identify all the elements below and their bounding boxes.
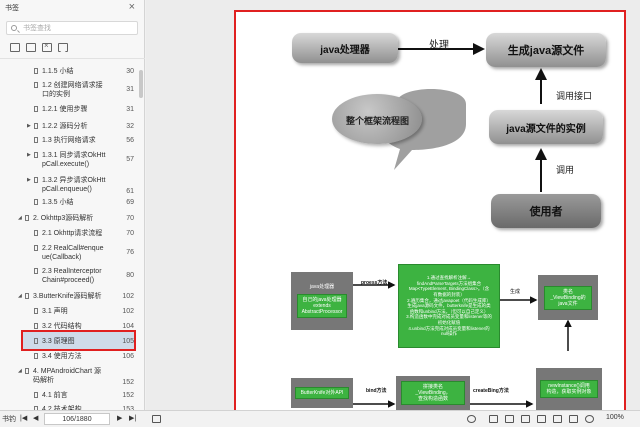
page-icon (34, 152, 38, 158)
status-bar: 书钓 |◀ ◀ 106/1880 ▶ ▶| 100% (0, 410, 640, 427)
framework-speech-bubble (332, 94, 422, 144)
bookmark-search-field[interactable] (6, 21, 138, 35)
fit-page-icon[interactable] (569, 415, 578, 423)
custom-processor-box: 自己的java处理器 extends AbstractProcessor (297, 294, 347, 318)
java-processor-box: java处理器 (292, 33, 398, 63)
zoom-level[interactable]: 100% (606, 414, 624, 421)
page-icon (34, 230, 38, 236)
bookmark-search-input[interactable] (23, 23, 133, 34)
page-icon (34, 308, 38, 314)
eye-icon[interactable] (467, 415, 476, 423)
selected-bookmark-highlight (21, 330, 136, 351)
delete-bookmark-icon[interactable] (42, 41, 52, 52)
document-page: java处理器 生成java源文件 处理 整个框架流程图 调用接口 java源文… (234, 10, 626, 413)
page-icon (25, 215, 29, 221)
scrollbar-thumb[interactable] (139, 70, 143, 98)
page-icon (34, 323, 38, 329)
collapse-arrow-icon[interactable]: ◢ (18, 368, 22, 374)
continuous-page-icon[interactable] (505, 415, 514, 423)
page-icon (25, 293, 29, 299)
single-page-icon[interactable] (489, 415, 498, 423)
collapse-arrow-icon[interactable]: ◢ (18, 215, 22, 221)
expand-arrow-icon[interactable]: ▶ (27, 123, 31, 129)
sidebar-divider (0, 58, 145, 59)
page-icon (34, 199, 38, 205)
first-page-button[interactable]: |◀ (20, 415, 28, 422)
page-icon (34, 106, 38, 112)
page-icon (34, 68, 38, 74)
sidebar-scrollbar[interactable] (139, 60, 144, 410)
expand-arrow-icon[interactable]: ▶ (27, 177, 31, 183)
status-left-label: 书钓 (2, 416, 16, 423)
bookmark-sidebar: 书签 × 1.1.5 小结 30 1.2 创建网络请求接 口的实例 31 1.2… (0, 0, 145, 413)
page-icon (34, 82, 38, 88)
page-icon (25, 368, 29, 374)
book-view-icon[interactable] (537, 415, 546, 423)
page-icon (34, 268, 38, 274)
bookmark-flag-icon[interactable] (58, 43, 68, 52)
page-icon (34, 353, 38, 359)
page-icon (34, 245, 38, 251)
butterknife-api-panel: ButterKnife对外API (291, 378, 353, 408)
concat-classname-panel: 拼接类名 _ViewBinding， 查找构造函数 (396, 376, 470, 410)
processor-panel-title: java处理器 (309, 284, 335, 290)
next-page-button[interactable]: ▶ (117, 415, 123, 422)
process-steps-box: 1.通过查找解析注解→ findAndParseTargets方法组集合 Map… (398, 264, 500, 348)
proess-method-label: proess方法 (361, 280, 388, 286)
concat-classname-box: 拼接类名 _ViewBinding， 查找构造函数 (401, 381, 465, 405)
java-source-instance-box: java源文件的实例 (489, 110, 603, 144)
page-icon (34, 123, 38, 129)
processor-panel: java处理器 自己的java处理器 extends AbstractProce… (291, 272, 353, 330)
rotate-icon[interactable] (152, 415, 161, 423)
prev-page-button[interactable]: ◀ (33, 415, 39, 422)
framework-bubble-text: 整个框架流程图 (346, 116, 410, 126)
process-label: 处理 (429, 40, 449, 51)
call-label: 调用 (556, 165, 575, 175)
sidebar-title: 书签 (5, 5, 19, 12)
viewbinding-file-panel: 类名 _ViewBinding的 java文件 (538, 275, 598, 320)
collapse-all-icon[interactable] (26, 43, 36, 52)
expand-all-icon[interactable] (10, 43, 20, 52)
bind-method-label: bind方法 (366, 388, 387, 394)
zoom-icon[interactable] (585, 415, 594, 423)
page-icon (34, 338, 38, 344)
new-instance-panel: newInstance()调用 构造，获取实例对象 (536, 368, 602, 410)
butterknife-api-box: ButterKnife对外API (295, 387, 349, 399)
createbinding-method-label: createBing方法 (473, 388, 509, 394)
double-page-icon[interactable] (521, 415, 530, 423)
fit-width-icon[interactable] (553, 415, 562, 423)
bookmark-toolbar (10, 41, 68, 53)
user-box: 使用者 (491, 194, 601, 228)
page-icon (34, 392, 38, 398)
new-instance-box: newInstance()调用 构造，获取实例对象 (540, 380, 598, 398)
viewbinding-file-box: 类名 _ViewBinding的 java文件 (544, 285, 592, 310)
generate-java-source-box: 生成java源文件 (486, 33, 606, 67)
call-interface-label: 调用接口 (556, 91, 593, 101)
sidebar-close-icon[interactable]: × (128, 1, 135, 13)
document-view[interactable]: java处理器 生成java源文件 处理 整个框架流程图 调用接口 java源文… (146, 0, 640, 413)
page-number-field[interactable]: 106/1880 (44, 413, 110, 425)
butterknife-flowchart-arrows (353, 281, 572, 408)
search-icon (11, 25, 17, 31)
page-icon (34, 177, 38, 183)
collapse-arrow-icon[interactable]: ◢ (18, 293, 22, 299)
last-page-button[interactable]: ▶| (129, 415, 137, 422)
expand-arrow-icon[interactable]: ▶ (27, 152, 31, 158)
page-icon (34, 137, 38, 143)
generate-label: 生成 (510, 289, 521, 295)
